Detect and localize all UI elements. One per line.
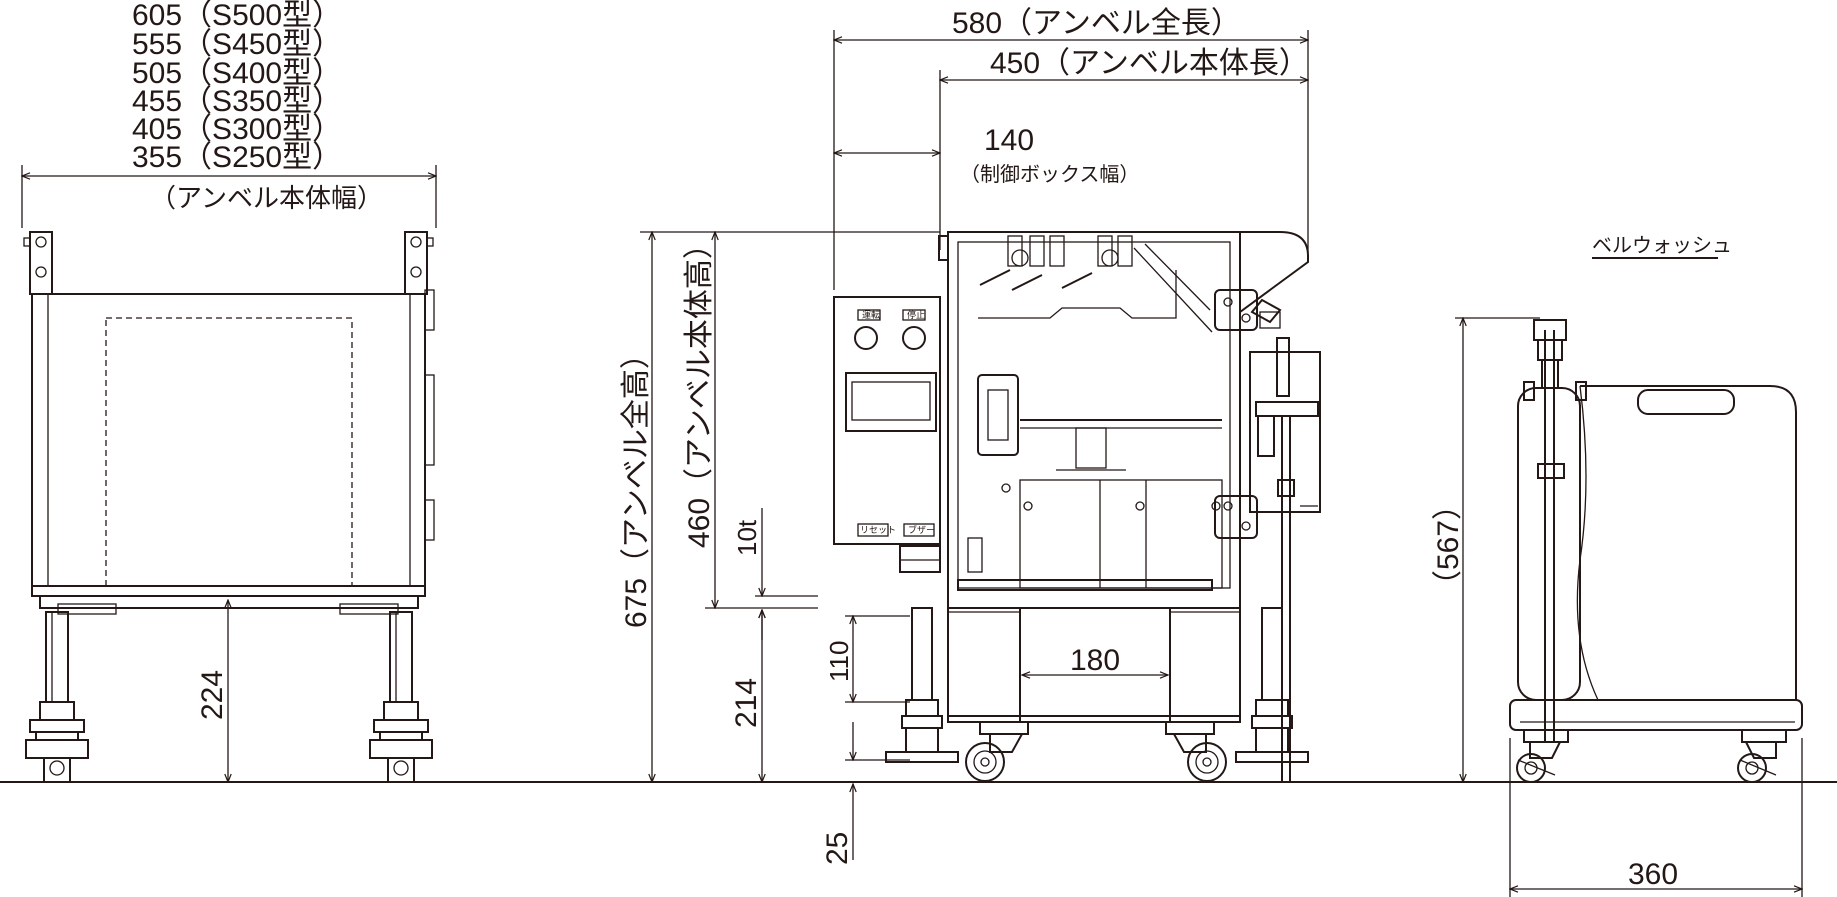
bellwash-base: [1509, 699, 1803, 731]
body-length-label: 450（アンベル本体長）: [990, 47, 1309, 80]
buzzer-icon: [899, 545, 941, 573]
size-line-5: 405（S300型）: [132, 113, 342, 146]
size-line-4: 455（S350型）: [132, 85, 342, 118]
size-line-6: 355（S250型）: [132, 141, 342, 174]
total-height-label: 675（アンベル全高）: [620, 339, 653, 628]
bellwash-view: ベルウォッシュ （567）: [1432, 235, 1803, 897]
bellwash-height-value: （567）: [1432, 490, 1465, 600]
stop-button-icon: [902, 326, 926, 350]
bellwash-tank: [1580, 385, 1797, 701]
size-line-3: 505（S400型）: [132, 57, 342, 90]
panel-label-right: ブザー: [908, 524, 935, 535]
leg-height-value: 224: [196, 670, 229, 720]
side-leg-height-value: 214: [730, 678, 763, 728]
caster-span-value: 110: [824, 641, 854, 682]
plate-thickness-label: 10t: [732, 519, 762, 556]
bellwash-width-value: 360: [1628, 858, 1678, 891]
panel-label-left: リセット: [860, 525, 896, 535]
start-button-icon: [854, 326, 878, 350]
front-view: 605（S500型） 555（S450型） 505（S400型） 455（S35…: [22, 0, 436, 783]
caster-left-icon: [965, 721, 1029, 782]
side-view: 580（アンベル全長） 450（アンベル本体長） 140 （制御ボックス幅） 6…: [620, 7, 1321, 865]
control-box-width-value: 140: [984, 124, 1034, 157]
control-box: [833, 296, 941, 545]
caster-right-icon: [1165, 721, 1227, 782]
valve-unit: [1249, 351, 1321, 513]
chamber-lid: [1239, 231, 1309, 314]
body-height-label: 460（アンベル本体高）: [683, 229, 716, 548]
spray-nozzles: [979, 235, 1133, 291]
panel-button-right-label: 停止: [907, 309, 925, 320]
front-body: [31, 293, 426, 587]
anvil-width-label: （アンベル本体幅）: [150, 183, 383, 213]
display-panel: [845, 372, 937, 432]
tank-handle-icon: [1637, 389, 1735, 415]
bellwash-title: ベルウォッシュ: [1592, 235, 1732, 257]
control-box-width-label: （制御ボックス幅）: [960, 163, 1139, 186]
size-line-2: 555（S450型）: [132, 28, 342, 61]
floor-gap-value: 25: [821, 832, 854, 865]
panel-button-left-label: 運転: [862, 310, 880, 320]
bellwash-caster-right-icon: [1737, 729, 1787, 783]
size-line-1: 605（S500型）: [132, 0, 342, 32]
wheel-gap-value: 180: [1070, 644, 1120, 677]
front-hidden-outline: [105, 317, 353, 587]
bellwash-caster-left-icon: [1516, 729, 1569, 783]
total-length-label: 580（アンベル全長）: [952, 7, 1241, 40]
